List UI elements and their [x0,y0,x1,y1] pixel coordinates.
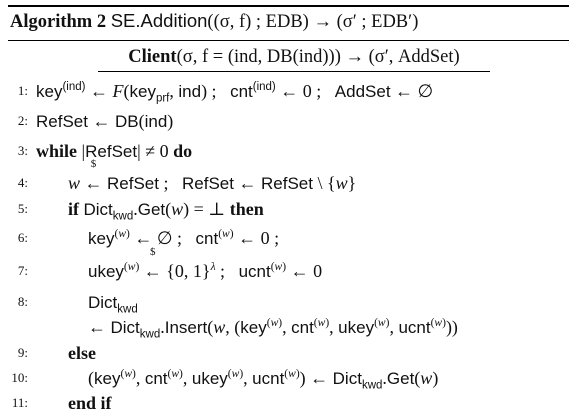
code-line-8: 8: Dictkwd [0,287,577,317]
algorithm-title: Algorithm 2 SE.Addition((σ, f) ; EDB) → … [10,9,418,34]
line-number: 3: [17,143,28,158]
code-text: (key(w), cnt(w), ukey(w), ucnt(w)) ← Dic… [88,368,439,392]
code-text: key(w) ← ∅ ; cnt(w) ← 0 ; [88,228,280,248]
keyword-do: do [173,141,193,161]
line-number: 9: [17,345,28,360]
keyword-if: if [68,199,79,219]
code-text: if Dictkwd.Get(w) = ⊥ then [68,199,264,223]
code-line-7: 7: ukey(w) $← {0, 1}λ ; ucnt(w) ← 0 [0,246,577,286]
keyword-while: while [36,141,78,161]
code-text: else [68,338,96,368]
line-number: 7: [17,263,28,278]
line-number: 4: [17,175,28,190]
client-header: Client(σ, f = (ind, DB(ind))) → (σ′, Add… [98,45,490,69]
client-signature: (σ, f = (ind, DB(ind))) → (σ′, AddSet) [176,47,460,67]
line-number: 10: [11,370,28,385]
code-line-6: 6: key(w) ← ∅ ; cnt(w) ← 0 ; [0,223,577,253]
line-number: 5: [17,201,28,216]
code-text: RefSet ← DB(ind) [36,111,174,131]
code-text: while |RefSet| ≠ 0 do [36,141,193,161]
code-line-4: 4: w $← RefSet ; RefSet ← RefSet \ {w} [0,158,577,198]
algorithm-signature: ((σ, f) ; EDB) → (σ′ ; EDB′) [207,12,419,32]
line-number: 1: [17,83,28,98]
algorithm-top-rule [8,5,569,7]
line-number: 6: [17,230,28,245]
keyword-end-if: end if [68,393,112,413]
algorithm-name: SE.Addition [110,10,208,31]
code-line-5: 5: if Dictkwd.Get(w) = ⊥ then [0,194,577,224]
keyword-else: else [68,343,96,363]
keyword-then: then [229,199,264,219]
algorithm-title-rule [8,40,569,41]
code-text: ukey(w) $← {0, 1}λ ; ucnt(w) ← 0 [88,246,323,282]
code-text: key(ind) ← F(keyprf, ind) ; cnt(ind) ← 0… [36,81,434,105]
line-number: 8: [17,294,28,309]
code-text: ← Dictkwd.Insert(w, (key(w), cnt(w), uke… [88,317,458,341]
code-text: Dictkwd [88,293,138,316]
line-number: 2: [17,113,28,128]
algorithm-label: Algorithm 2 [10,12,107,32]
code-line-1: 1: key(ind) ← F(keyprf, ind) ; cnt(ind) … [0,76,577,106]
code-line-9: 9: else [0,338,577,368]
code-line-11: 11: end if [0,388,577,418]
code-text: w $← RefSet ; RefSet ← RefSet \ {w} [68,158,357,194]
code-line-3: 3: while |RefSet| ≠ 0 do [0,136,577,166]
code-line-8-continued: ← Dictkwd.Insert(w, (key(w), cnt(w), uke… [0,312,577,342]
code-line-10: 10: (key(w), cnt(w), ukey(w), ucnt(w)) ←… [0,363,577,393]
code-line-2: 2: RefSet ← DB(ind) [0,106,577,136]
client-header-rule [98,71,490,72]
client-role: Client [128,47,177,67]
line-number: 11: [11,395,28,410]
code-text: end if [68,388,112,418]
